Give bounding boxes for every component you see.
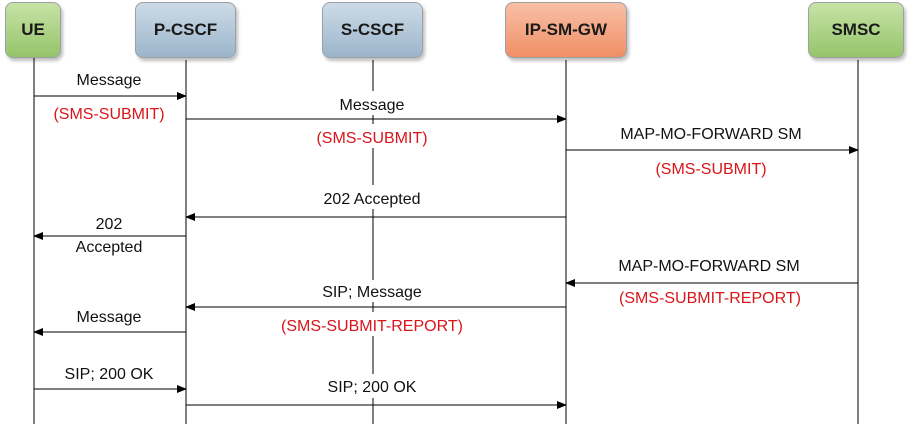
- entity-s-cscf: S-CSCF: [322, 2, 423, 58]
- message-m2: Message (SMS-SUBMIT): [186, 91, 567, 148]
- message-m3: MAP-MO-FORWARD SM (SMS-SUBMIT): [566, 126, 859, 178]
- m2-label: Message: [340, 97, 405, 114]
- m6-label: MAP-MO-FORWARD SM: [618, 258, 799, 275]
- m7-label: SIP; Message: [322, 284, 422, 301]
- message-m6: MAP-MO-FORWARD SM (SMS-SUBMIT-REPORT): [565, 258, 858, 307]
- m4-label: 202 Accepted: [324, 191, 421, 208]
- m3-sub: (SMS-SUBMIT): [655, 161, 766, 178]
- message-m5: 202 Accepted: [33, 216, 186, 256]
- entity-ip-sm-gw: IP-SM-GW: [505, 2, 627, 58]
- m2-sub: (SMS-SUBMIT): [316, 130, 427, 147]
- message-m4: 202 Accepted: [185, 185, 566, 221]
- entity-p-cscf: P-CSCF: [135, 2, 236, 58]
- entity-ue: UE: [5, 2, 61, 58]
- m7-sub: (SMS-SUBMIT-REPORT): [281, 318, 463, 335]
- entity-smsc: SMSC: [808, 2, 904, 58]
- message-m10: SIP; 200 OK: [186, 374, 567, 409]
- m5-label-line1: 202: [96, 216, 123, 233]
- m5-label-line2: Accepted: [76, 239, 143, 256]
- m9-label: SIP; 200 OK: [65, 366, 154, 383]
- m6-sub: (SMS-SUBMIT-REPORT): [619, 290, 801, 307]
- m10-label: SIP; 200 OK: [328, 379, 417, 396]
- message-m7: SIP; Message (SMS-SUBMIT-REPORT): [185, 280, 566, 336]
- m8-label: Message: [77, 309, 142, 326]
- m3-label: MAP-MO-FORWARD SM: [620, 126, 801, 143]
- message-m1: Message (SMS-SUBMIT): [34, 72, 187, 124]
- m1-label: Message: [77, 72, 142, 89]
- message-m9: SIP; 200 OK: [34, 366, 187, 393]
- message-m8: Message: [33, 309, 186, 336]
- m1-sub: (SMS-SUBMIT): [53, 106, 164, 123]
